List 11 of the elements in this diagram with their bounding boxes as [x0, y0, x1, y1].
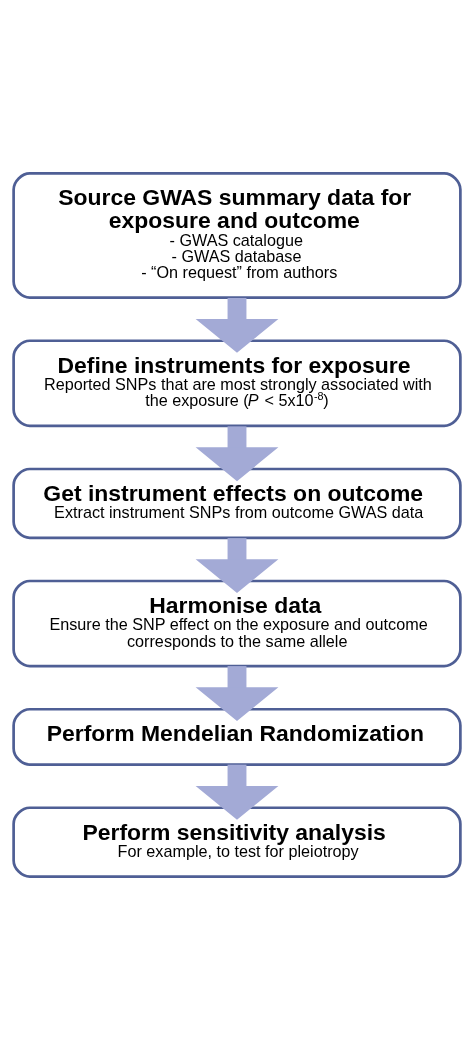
arrow — [195, 297, 279, 353]
node-box: Source GWAS summary data for exposure and outcome - GWAS catalogue - GWAS database - “On request” from authors — [12, 171, 462, 299]
node-box: Perform sensitivity analysis For example, to test for pleiotropy — [12, 805, 462, 878]
arrow — [195, 537, 279, 593]
arrow — [195, 764, 279, 820]
arrow — [195, 425, 279, 481]
node-box: Get instrument effects on outcome Extract instrument SNPs from outcome GWAS data — [12, 467, 462, 539]
node-box: Define instruments for exposure Reported SNPs that are most strongly associated with the exposure (P < 5x10$^{-8}$) — [12, 338, 462, 427]
node-box: Harmonise data Ensure the SNP effect on the exposure and outcome corresponds to the same allele — [12, 579, 462, 667]
arrow — [195, 665, 279, 721]
node-box: Perform Mendelian Randomization — [12, 707, 462, 766]
